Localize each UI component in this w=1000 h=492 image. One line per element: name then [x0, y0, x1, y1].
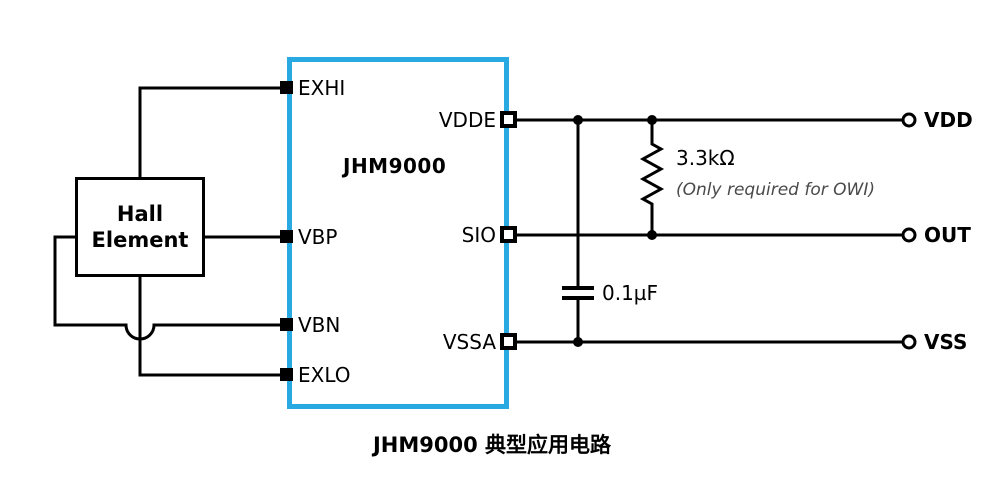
pin-label-vdde: VDDE	[438, 108, 496, 132]
pin-pad-vdde	[500, 111, 517, 128]
pin-label-vbp: VBP	[298, 225, 338, 249]
wire-vbn-with-hop	[53, 235, 287, 341]
wire-exlo	[138, 276, 287, 377]
terminal-circle-vdd	[901, 112, 917, 128]
junction-dot	[573, 337, 583, 347]
junction-dot	[573, 115, 583, 125]
terminal-label-vss: VSS	[924, 330, 968, 354]
pin-label-exlo: EXLO	[298, 363, 351, 387]
pin-label-exhi: EXHI	[298, 76, 346, 100]
pin-pad-vbn	[280, 318, 293, 331]
chip-name: JHM9000	[343, 154, 447, 178]
resistor-note-label: (Only required for OWI)	[676, 180, 875, 200]
pin-label-vssa: VSSA	[442, 330, 496, 354]
pin-pad-exlo	[280, 368, 293, 381]
hall-element: Hall Element	[75, 177, 205, 277]
pin-label-vbn: VBN	[298, 313, 341, 337]
resistor-symbol	[639, 120, 665, 235]
pin-pad-exhi	[280, 81, 293, 94]
terminal-circle-out	[901, 227, 917, 243]
hall-element-label-line2: Element	[91, 228, 189, 252]
junction-dot	[647, 230, 657, 240]
resistor-value-label: 3.3kΩ	[676, 146, 735, 170]
pin-pad-sio	[500, 226, 517, 243]
terminal-label-vdd: VDD	[924, 108, 973, 132]
terminal-circle-vss	[901, 334, 917, 350]
diagram-caption: JHM9000 典型应用电路	[372, 433, 612, 457]
junction-dot	[647, 115, 657, 125]
pin-pad-vbp	[280, 230, 293, 243]
hall-element-label-line1: Hall	[116, 202, 164, 226]
wire-exhi	[138, 86, 287, 179]
terminal-label-out: OUT	[924, 223, 971, 247]
pin-label-sio: SIO	[461, 223, 496, 247]
pin-pad-vssa	[500, 333, 517, 350]
capacitor-value-label: 0.1µF	[602, 281, 659, 305]
chip-body	[287, 57, 509, 409]
